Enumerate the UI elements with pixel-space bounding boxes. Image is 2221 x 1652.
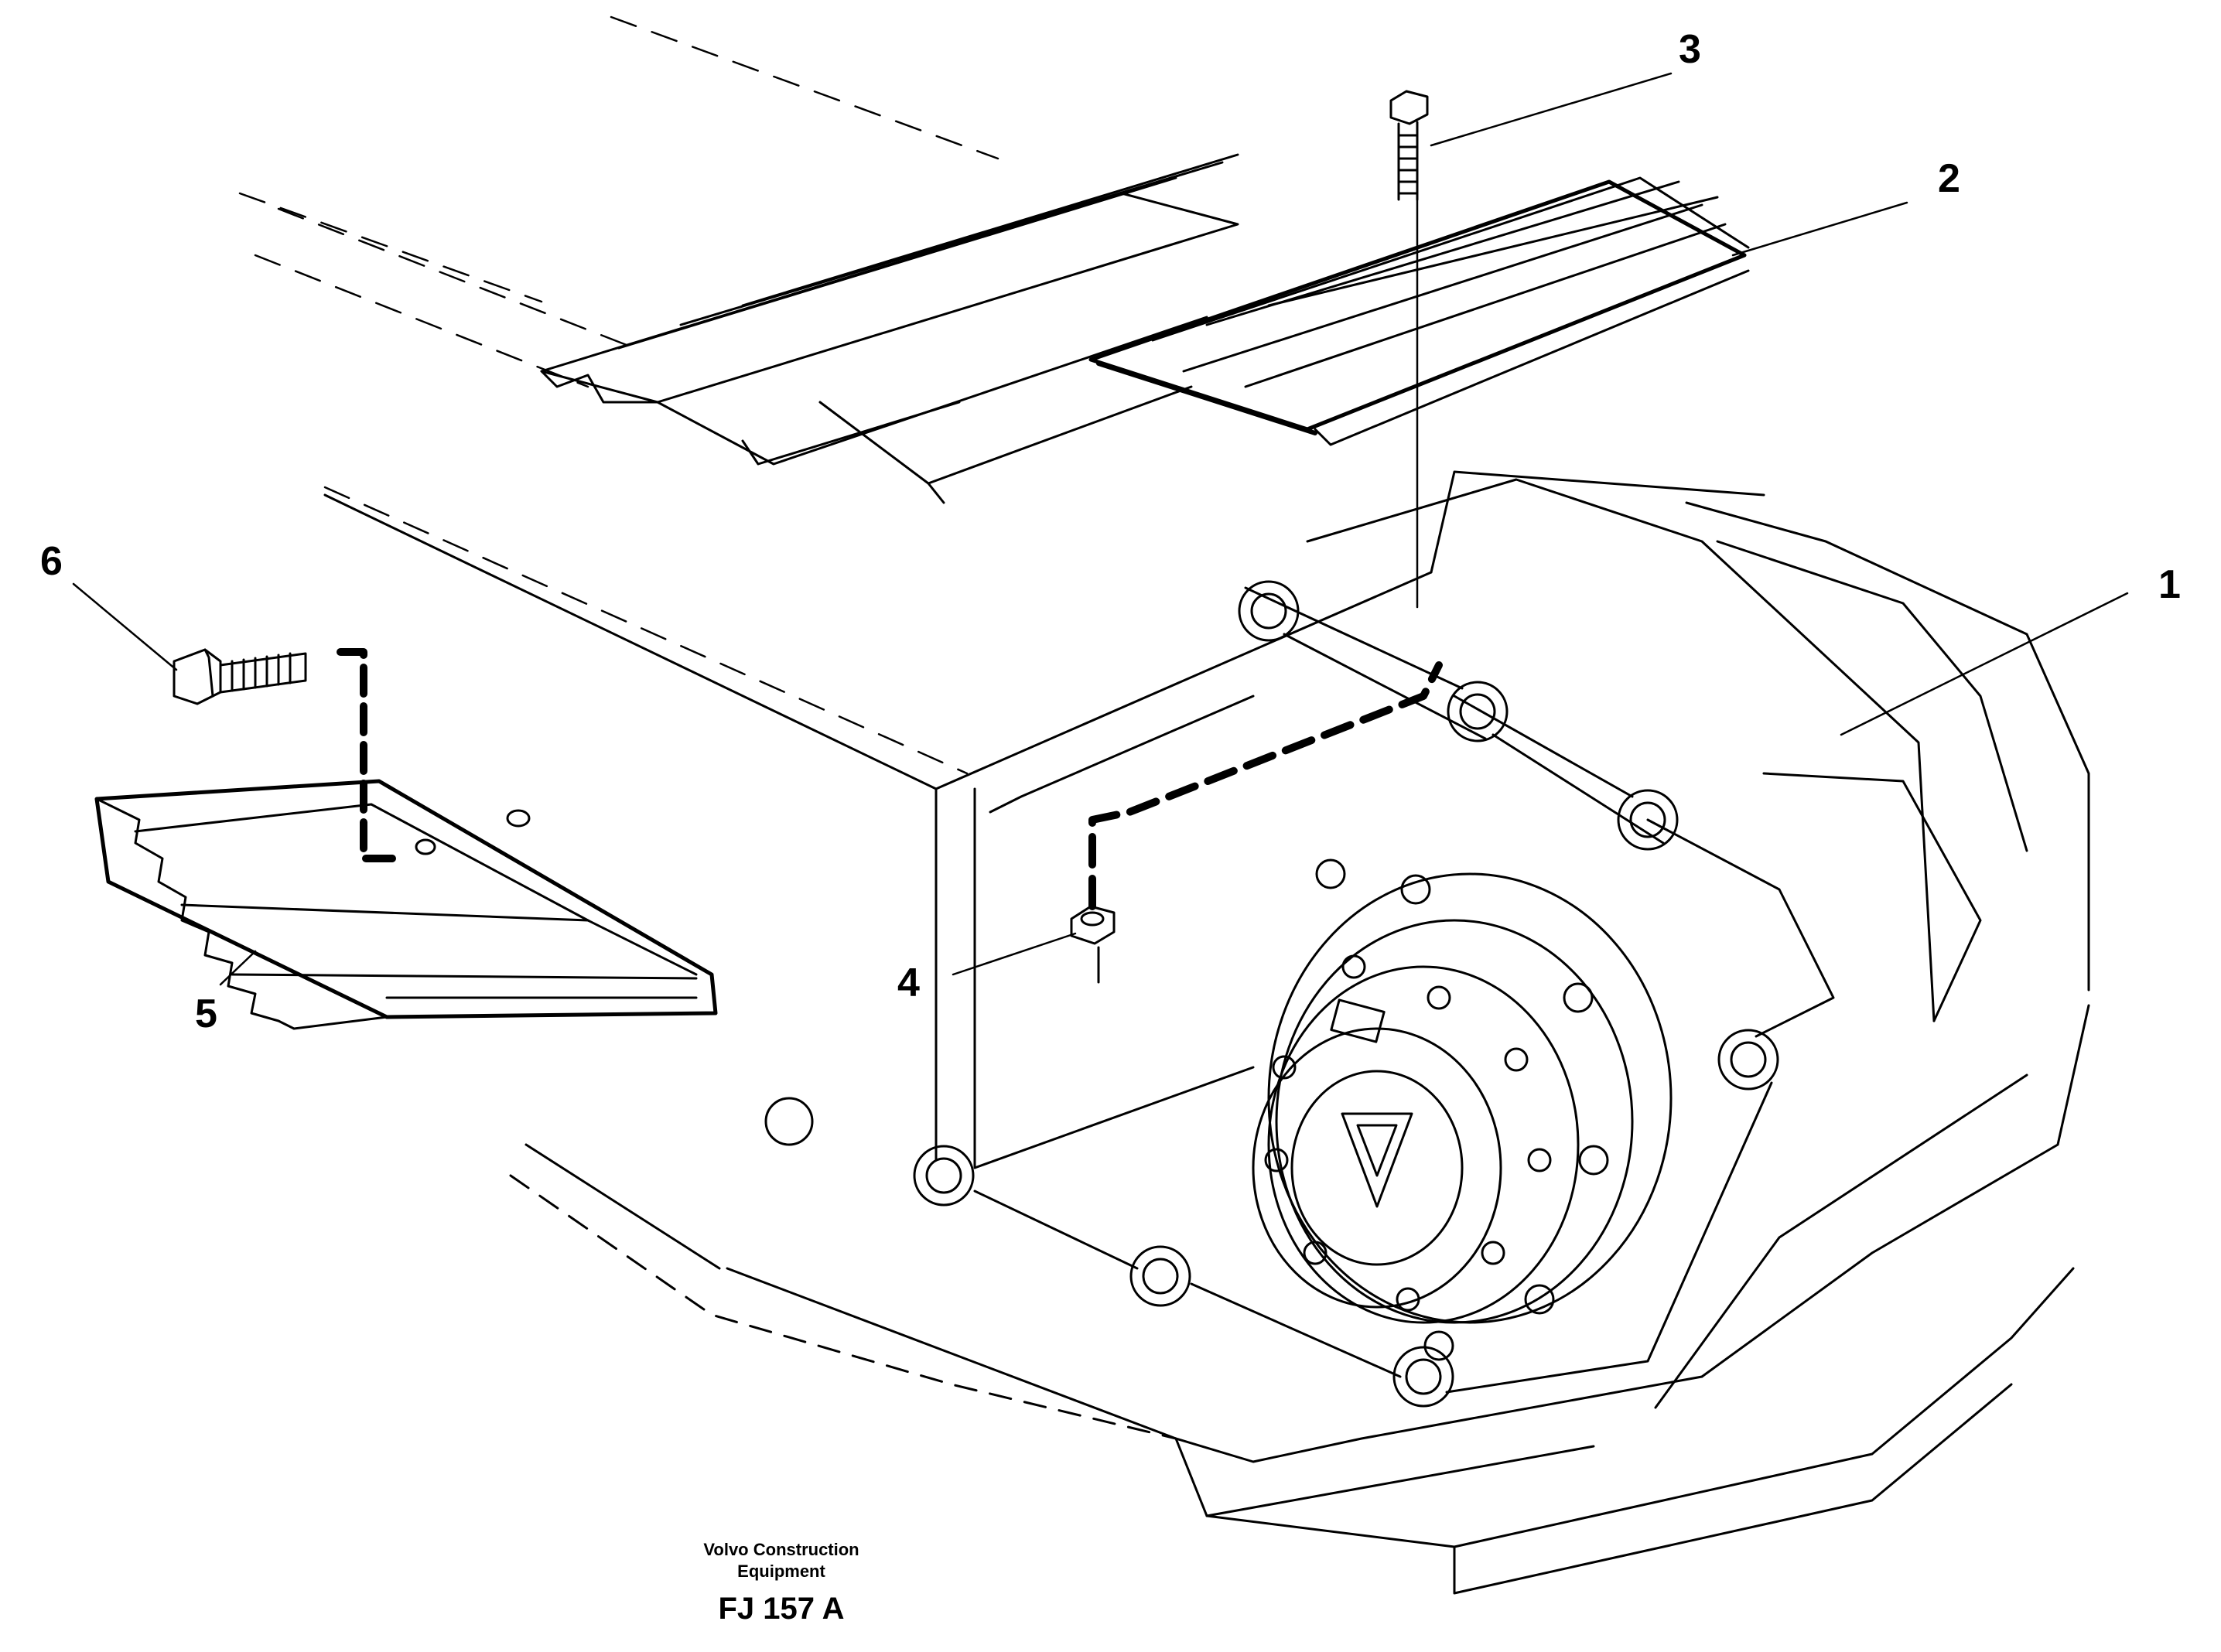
lower-track-shoes — [509, 1004, 2090, 1595]
track-chain-part-1 — [764, 478, 1982, 1408]
upper-track-shoes — [540, 153, 1239, 504]
callout-6: 6 — [40, 539, 63, 584]
track-continuation-lines — [238, 15, 999, 775]
callout-1: 1 — [2158, 562, 2181, 607]
bolt-part-3 — [1389, 90, 1429, 609]
callout-2: 2 — [1938, 156, 1960, 201]
callout-5: 5 — [195, 992, 217, 1036]
callout-4: 4 — [897, 961, 920, 1005]
callout-3: 3 — [1679, 27, 1701, 72]
publisher-line-2: Equipment — [737, 1562, 825, 1581]
track-shoe-part-2 — [1088, 176, 1750, 446]
publisher-line-1: Volvo Construction — [703, 1540, 859, 1559]
step-part-5 — [94, 779, 718, 1030]
bolt-part-6 — [173, 648, 406, 862]
figure-code: FJ 157 A — [718, 1592, 845, 1626]
callout-leaders — [72, 72, 2129, 986]
track-frame — [323, 470, 2090, 1169]
drive-motor — [1252, 858, 1673, 1361]
nut-part-4 — [1070, 661, 1443, 984]
publisher-credit: Volvo Construction Equipment FJ 157 A — [665, 1539, 897, 1630]
